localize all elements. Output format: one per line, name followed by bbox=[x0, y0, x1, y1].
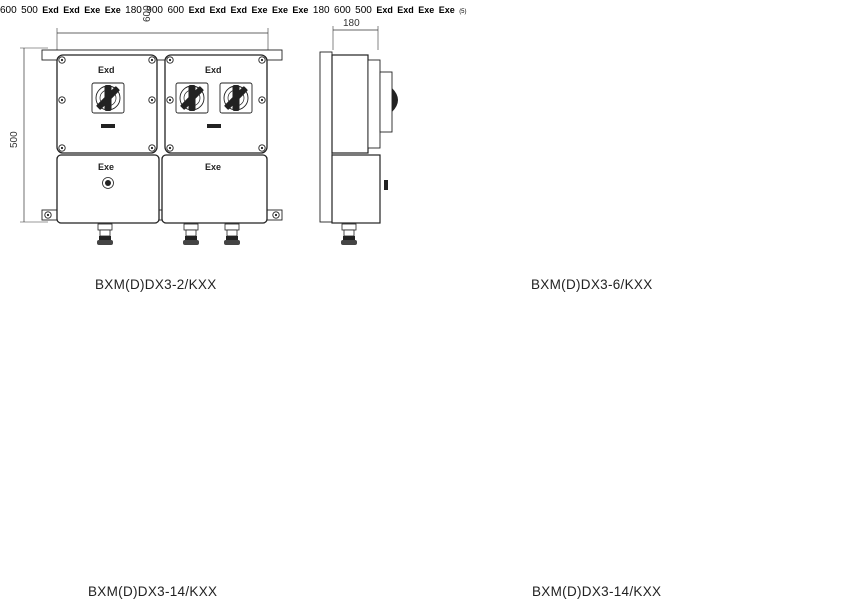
drawing-1-front-view: 600 500 Exd Exd Exe Exe bbox=[9, 5, 283, 246]
drawing-2-label-exd-1: Exd bbox=[42, 5, 59, 15]
drawing-4-height-dim: 500 bbox=[355, 5, 372, 16]
drawing-3-model-label: BXM(D)DX3-14/KXX bbox=[88, 584, 218, 599]
drawing-4-label-exd-1: Exd bbox=[376, 5, 393, 15]
drawing-1-depth-dim: 180 bbox=[343, 18, 360, 29]
drawing-4-label-exe-2: Exe bbox=[438, 5, 455, 15]
drawing-3-depth-dim: 180 bbox=[312, 5, 330, 16]
drawing-1-width-dim: 600 bbox=[142, 5, 153, 22]
drawing-1-label-exd-1: Exd bbox=[98, 65, 115, 75]
drawing-1-side-view: 180 bbox=[319, 18, 398, 246]
drawing-1-label-exd-2: Exd bbox=[205, 65, 222, 75]
drawing-2-front-view: 600 500 Exd Exd Exe Exe bbox=[0, 0, 125, 17]
drawing-3-label-exd-1: Exd bbox=[188, 5, 206, 15]
drawing-2-depth-dim: 180 bbox=[125, 5, 142, 16]
drawing-3-front-view: 900 600 Exd Exd Exd Exe Exe Exe bbox=[146, 0, 313, 17]
drawing-2-side-view: 180 bbox=[125, 0, 146, 17]
drawing-2-model-label: BXM(D)DX3-6/KXX bbox=[531, 277, 653, 292]
drawing-3-side-view: 180 bbox=[313, 0, 334, 17]
drawing-1-height-dim: 500 bbox=[9, 131, 20, 148]
drawing-3-label-exd-3: Exd bbox=[230, 5, 248, 15]
drawing-4-depth-dim: (5) bbox=[459, 9, 467, 15]
drawing-3-width-dim: 900 bbox=[146, 5, 163, 16]
drawing-4-width-dim: 600 bbox=[334, 5, 351, 16]
drawing-1-model-label: BXM(D)DX3-2/KXX bbox=[95, 277, 217, 292]
drawing-1-label-exe-2: Exe bbox=[205, 162, 221, 172]
drawing-4-front-view: 600 500 Exd Exd Exe Exe bbox=[334, 0, 459, 17]
drawing-2-width-dim: 600 bbox=[0, 5, 17, 16]
drawing-2-height-dim: 500 bbox=[21, 5, 38, 16]
drawing-1-label-exe-1: Exe bbox=[98, 162, 114, 172]
drawing-2-label-exe-2: Exe bbox=[104, 5, 121, 15]
drawing-3-label-exd-2: Exd bbox=[209, 5, 227, 15]
drawing-2-label-exd-2: Exd bbox=[63, 5, 80, 15]
drawing-4-model-label: BXM(D)DX3-14/KXX bbox=[532, 584, 662, 599]
drawing-2-label-exe-1: Exe bbox=[84, 5, 101, 15]
drawing-4-side-view: (5) bbox=[459, 0, 466, 17]
drawing-4-label-exd-2: Exd bbox=[397, 5, 414, 15]
drawing-3-label-exe-3: Exe bbox=[292, 5, 309, 15]
drawing-3-height-dim: 600 bbox=[167, 5, 185, 16]
drawing-4-label-exe-1: Exe bbox=[418, 5, 435, 15]
drawing-3-label-exe-1: Exe bbox=[251, 5, 268, 15]
drawing-3-label-exe-2: Exe bbox=[271, 5, 288, 15]
